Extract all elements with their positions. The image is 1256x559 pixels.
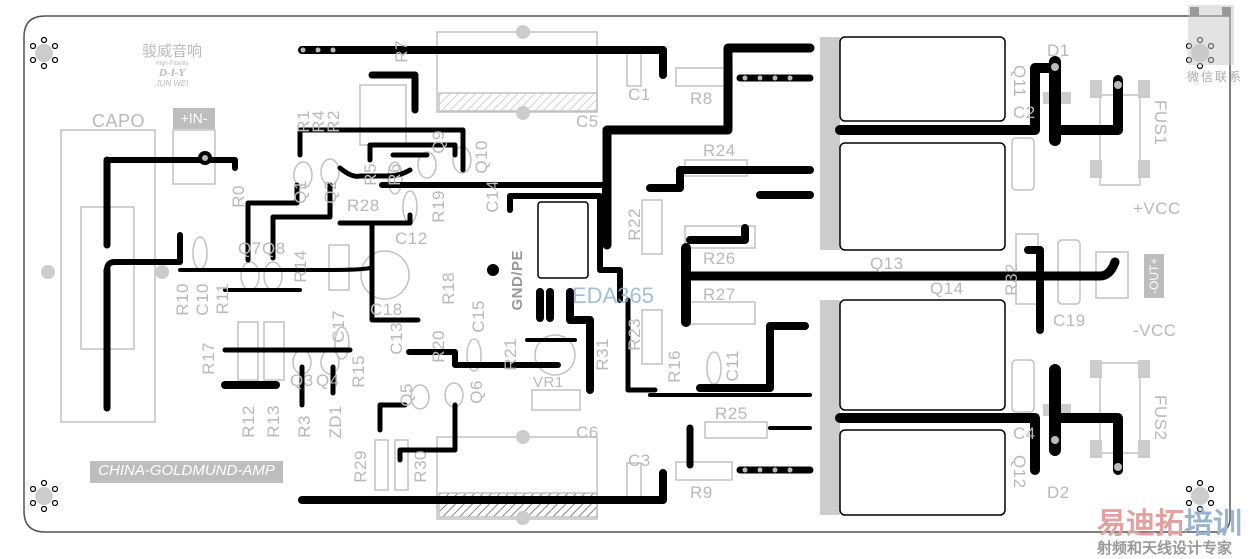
ref-ZD1: ZD1 bbox=[326, 405, 345, 439]
ref-Q7: Q7 bbox=[238, 239, 262, 258]
ref-R0: R0 bbox=[229, 185, 248, 208]
slogan-watermark: 射频和天线设计专家 bbox=[1097, 540, 1233, 557]
silkscreen bbox=[60, 31, 1141, 520]
pos-supply-label: +VCC bbox=[1133, 199, 1181, 218]
neg-supply-label: -VCC bbox=[1133, 321, 1177, 340]
ref-R28: R28 bbox=[347, 196, 380, 215]
pads bbox=[198, 47, 1122, 473]
ref-C1: C1 bbox=[628, 85, 651, 104]
ref-C6: C6 bbox=[576, 423, 599, 442]
title-plate: CHINA-GOLDMUND-AMP bbox=[90, 461, 283, 483]
ref-R5: R5 bbox=[361, 163, 380, 186]
ref-Q9: Q9 bbox=[429, 130, 448, 154]
ref-R22: R22 bbox=[625, 208, 644, 241]
ref-D1: D1 bbox=[1047, 41, 1070, 60]
input-connector-label: +IN- bbox=[173, 108, 215, 129]
qr-code bbox=[1188, 5, 1234, 65]
ref-R11: R11 bbox=[213, 283, 232, 315]
ref-Q5: Q5 bbox=[397, 383, 416, 407]
mounting-hole-bl bbox=[29, 479, 59, 513]
ref-R19: R19 bbox=[429, 190, 448, 223]
ref-C5: C5 bbox=[576, 112, 599, 131]
ref-C14: C14 bbox=[483, 180, 502, 213]
ref-R30: R30 bbox=[411, 450, 430, 483]
ref-R12: R12 bbox=[239, 405, 258, 438]
ref-D2: D2 bbox=[1047, 483, 1070, 502]
ref-C3: C3 bbox=[628, 451, 651, 470]
ref-C15: C15 bbox=[469, 300, 488, 333]
training-text-a: 易迪拓 bbox=[1097, 508, 1185, 540]
ref-Q8: Q8 bbox=[262, 239, 286, 258]
large-pads bbox=[41, 25, 1150, 525]
ref-C19: C19 bbox=[1053, 311, 1086, 330]
ref-Q6: Q6 bbox=[467, 380, 486, 404]
board-outline bbox=[23, 15, 1231, 533]
ref-C4: C4 bbox=[1013, 424, 1036, 443]
capo-label: CAPO bbox=[92, 111, 146, 131]
ref-C13: C13 bbox=[387, 322, 406, 355]
ref-Q14: Q14 bbox=[930, 279, 964, 298]
ref-R29: R29 bbox=[351, 450, 370, 483]
eda365-watermark: EDA365 bbox=[572, 283, 654, 308]
ref-Q12: Q12 bbox=[1010, 455, 1029, 489]
copper-traces bbox=[103, 43, 1123, 504]
ref-Q11: Q11 bbox=[1010, 65, 1029, 98]
ref-R26: R26 bbox=[703, 249, 736, 268]
ref-C10: C10 bbox=[193, 283, 212, 316]
training-watermark: 易迪拓培训 bbox=[1097, 500, 1242, 542]
power-transistors bbox=[537, 36, 1006, 516]
ref-R27: R27 bbox=[703, 285, 736, 304]
ref-R2: R2 bbox=[324, 110, 343, 133]
mounting-hole-br bbox=[1185, 479, 1215, 513]
ref-R24: R24 bbox=[703, 141, 736, 160]
ref-Q2: Q2 bbox=[321, 180, 340, 204]
brand-sub: High-Fidelity bbox=[155, 61, 189, 67]
ref-Q13: Q13 bbox=[870, 254, 904, 273]
ref-Q3: Q3 bbox=[290, 371, 314, 390]
ref-R20: R20 bbox=[429, 330, 448, 363]
ref-R6: R6 bbox=[385, 163, 404, 186]
brand-en: JUN WEI bbox=[155, 79, 189, 88]
ref-FUS2: FUS2 bbox=[1151, 395, 1170, 441]
ref-C17: C17 bbox=[329, 310, 348, 343]
ref-R9: R9 bbox=[690, 483, 713, 502]
ref-R17: R17 bbox=[199, 342, 218, 375]
ref-C12: C12 bbox=[395, 229, 428, 248]
brand-diy: D-I-Y bbox=[158, 67, 186, 79]
ref-C2: C2 bbox=[1013, 103, 1036, 122]
ref-R14: R14 bbox=[291, 250, 310, 283]
ref-Q4: Q4 bbox=[316, 371, 340, 390]
wechat-watermark: 微信联系 bbox=[1187, 70, 1244, 84]
ref-R13: R13 bbox=[264, 405, 283, 438]
ref-R16: R16 bbox=[665, 350, 684, 383]
ref-R15: R15 bbox=[349, 355, 368, 388]
ref-R31: R31 bbox=[593, 338, 612, 371]
ref-Q10: Q10 bbox=[472, 140, 491, 174]
training-text-b: 培训 bbox=[1184, 508, 1243, 540]
ref-R8: R8 bbox=[690, 89, 713, 108]
ref-FUS1: FUS1 bbox=[1151, 100, 1170, 146]
ref-R7: R7 bbox=[392, 40, 411, 63]
ref-R21: R21 bbox=[501, 338, 520, 371]
ref-R25: R25 bbox=[715, 404, 748, 423]
brand-cn: 骏威音响 bbox=[141, 43, 202, 60]
ref-R10: R10 bbox=[173, 283, 192, 316]
ref-R3: R3 bbox=[295, 415, 314, 438]
mounting-hole-tl bbox=[29, 36, 59, 70]
ref-VR1: VR1 bbox=[533, 374, 564, 391]
ref-R18: R18 bbox=[439, 272, 458, 305]
ref-Q1: Q1 bbox=[291, 180, 310, 204]
brand-logo: 骏威音响 High-Fidelity D-I-Y JUN WEI bbox=[112, 40, 232, 100]
ref-C11: C11 bbox=[723, 350, 742, 382]
gnd-label: GND/PE bbox=[509, 250, 526, 311]
ref-R23: R23 bbox=[625, 318, 644, 351]
output-connector-label: -OUT+ bbox=[1144, 254, 1164, 298]
ref-R32: R32 bbox=[1002, 263, 1021, 296]
ref-C18: C18 bbox=[370, 300, 403, 319]
